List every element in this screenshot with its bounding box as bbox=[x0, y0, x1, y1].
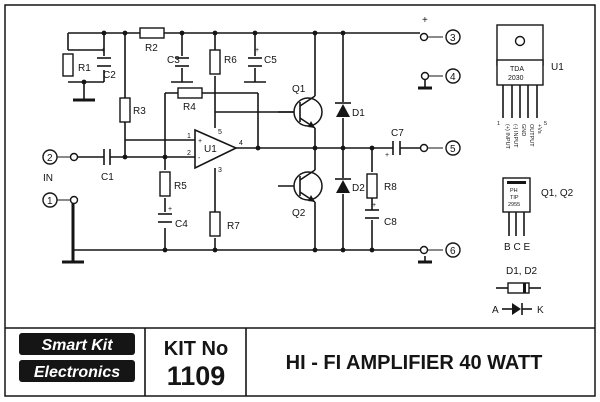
opamp-pin-4: 4 bbox=[239, 140, 243, 147]
kit-number: 1109 bbox=[167, 361, 226, 391]
q-part-line3: 2955 bbox=[508, 202, 520, 208]
diode-d1: D1 bbox=[335, 102, 365, 119]
transistor-q2: Q2 bbox=[292, 169, 323, 219]
u1-pin-3-name: GND bbox=[520, 124, 526, 136]
terminal-5-number: 5 bbox=[450, 144, 456, 155]
u1-legend-label: U1 bbox=[551, 62, 564, 73]
opamp-pin-5: 5 bbox=[218, 129, 222, 136]
c4-plus: + bbox=[168, 206, 172, 213]
q2-label: Q2 bbox=[292, 208, 306, 219]
u1-pin-last: 5 bbox=[544, 121, 547, 127]
resistor-r7: R7 bbox=[209, 211, 240, 237]
capacitor-c4: + C4 bbox=[158, 206, 188, 230]
opamp-pin-3: 3 bbox=[218, 167, 222, 174]
capacitor-c1: C1 bbox=[101, 149, 114, 183]
brand-logo: Smart Kit Electronics bbox=[19, 333, 135, 382]
r7-label: R7 bbox=[227, 221, 240, 232]
u1-pin-1-name: (+) INPUT bbox=[504, 124, 510, 150]
c5-label: C5 bbox=[264, 55, 277, 66]
transistor-package-diagram: PH TIP 2955 B C E Q1, Q2 bbox=[502, 177, 574, 253]
terminal-1-ground: 1 bbox=[42, 192, 79, 208]
opamp-pin-2: 2 bbox=[187, 150, 191, 157]
r4-label: R4 bbox=[183, 102, 196, 113]
capacitor-c3: C3 bbox=[167, 55, 189, 67]
c8-label: C8 bbox=[384, 217, 397, 228]
u1-label: U1 bbox=[204, 144, 217, 155]
r2-label: R2 bbox=[145, 43, 158, 54]
resistor-r1: R1 bbox=[62, 53, 91, 77]
brand-line2: Electronics bbox=[34, 364, 120, 381]
d-legend-label: D1, D2 bbox=[506, 266, 538, 277]
r3-label: R3 bbox=[133, 106, 146, 117]
capacitor-c2: + C2 bbox=[97, 47, 116, 81]
c3-label: C3 bbox=[167, 55, 180, 66]
u1-part-line2: 2030 bbox=[508, 75, 524, 82]
u1-pin-5-name: +Vs bbox=[536, 124, 542, 134]
r6-label: R6 bbox=[224, 55, 237, 66]
diode-package-diagram: D1, D2 A K bbox=[492, 266, 544, 316]
resistor-r4: R4 bbox=[177, 87, 203, 113]
u1-package-diagram: TDA 2030 U1 1 5 (+) INPUT (-) INPUT GND … bbox=[496, 24, 564, 150]
terminal-6-number: 6 bbox=[450, 246, 456, 257]
u1-pin-first: 1 bbox=[497, 121, 500, 127]
resistor-r5: R5 bbox=[159, 171, 187, 197]
q-part-line2: TIP bbox=[510, 195, 519, 201]
opamp-pin-1: 1 bbox=[187, 133, 191, 140]
c7-label: C7 bbox=[391, 128, 404, 139]
kit-label: KIT No bbox=[164, 338, 228, 360]
opamp-plus-sign: + bbox=[198, 138, 202, 145]
terminal-4-number: 4 bbox=[450, 72, 456, 83]
terminal-2-number: 2 bbox=[47, 153, 53, 164]
terminal-3-plus: + bbox=[422, 15, 428, 26]
r5-label: R5 bbox=[174, 181, 187, 192]
resistor-r8: R8 bbox=[366, 173, 397, 199]
u1-pin-2-name: (-) INPUT bbox=[512, 124, 518, 148]
opamp-u1: + - U1 1 2 3 4 5 bbox=[187, 128, 243, 174]
page-title: HI - FI AMPLIFIER 40 WATT bbox=[286, 352, 543, 374]
u1-part-line1: TDA bbox=[510, 66, 524, 73]
capacitor-c7: + C7 bbox=[385, 128, 404, 159]
c5-plus: + bbox=[255, 47, 259, 54]
u1-pin-4-name: OUTPUT bbox=[528, 124, 534, 147]
r1-label: R1 bbox=[78, 63, 91, 74]
cathode-label: K bbox=[537, 305, 544, 316]
resistor-r6: R6 bbox=[209, 49, 237, 75]
r8-label: R8 bbox=[384, 182, 397, 193]
diode-d2: D2 bbox=[335, 178, 365, 194]
terminal-2-input: 2 IN bbox=[42, 149, 79, 184]
terminal-4-ground: 4 bbox=[420, 68, 461, 84]
q-pins-label: B C E bbox=[504, 242, 530, 253]
c4-label: C4 bbox=[175, 219, 188, 230]
c7-plus: + bbox=[385, 152, 389, 159]
capacitor-c5: + C5 bbox=[248, 47, 277, 67]
junction-dots bbox=[81, 30, 375, 253]
resistor-r2: R2 bbox=[139, 27, 165, 54]
terminal-5-output: 5 bbox=[419, 140, 461, 156]
outer-frame bbox=[4, 4, 596, 397]
terminal-3-positive: 3 + bbox=[419, 15, 461, 45]
d2-label: D2 bbox=[352, 183, 365, 194]
terminal-3-number: 3 bbox=[450, 33, 456, 44]
opamp-minus-sign: - bbox=[198, 155, 201, 162]
c8-plus: + bbox=[372, 202, 376, 209]
input-label: IN bbox=[43, 173, 53, 184]
c2-plus: + bbox=[101, 47, 105, 54]
c1-label: C1 bbox=[101, 172, 114, 183]
q1-label: Q1 bbox=[292, 84, 306, 95]
terminal-1-number: 1 bbox=[47, 196, 53, 207]
anode-label: A bbox=[492, 305, 499, 316]
q-part-line1: PH bbox=[510, 188, 518, 194]
c2-label: C2 bbox=[103, 70, 116, 81]
wiring bbox=[62, 32, 432, 264]
transistor-q1: Q1 bbox=[292, 84, 323, 129]
brand-line1: Smart Kit bbox=[41, 337, 113, 354]
d1-label: D1 bbox=[352, 108, 365, 119]
resistor-r3: R3 bbox=[119, 97, 146, 123]
q-legend-label: Q1, Q2 bbox=[541, 188, 574, 199]
terminal-6-ground: 6 bbox=[419, 242, 461, 258]
capacitor-c8: + C8 bbox=[365, 202, 397, 228]
